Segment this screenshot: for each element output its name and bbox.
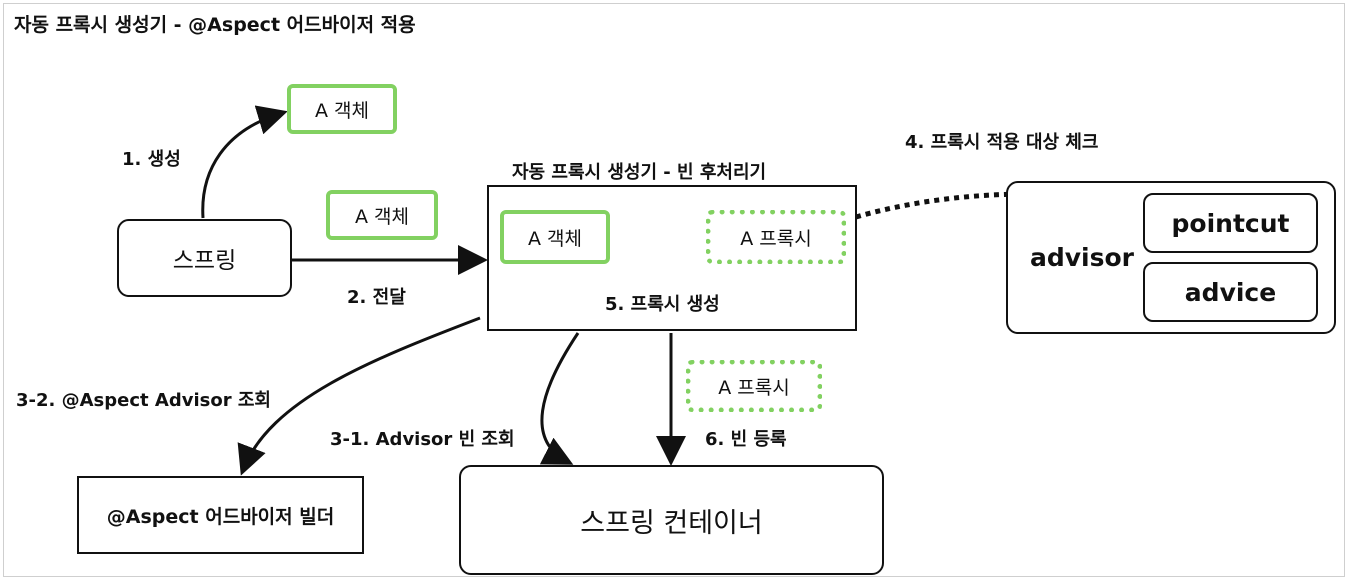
advice-label: advice — [1184, 277, 1277, 307]
spring-label: 스프링 — [172, 248, 237, 274]
arrow-advisor-lookup — [539, 332, 580, 465]
inner-object-a-label: A 객체 — [528, 227, 582, 250]
inner-object-a-node: A 객체 — [500, 210, 610, 264]
advice-node: advice — [1143, 262, 1318, 322]
spring-container-node: 스프링 컨테이너 — [459, 465, 884, 575]
edge-proxy-check-label: 4. 프록시 적용 대상 체크 — [905, 132, 1099, 153]
edge-bean-register-label: 6. 빈 등록 — [705, 429, 787, 450]
object-a-transfer-label: A 객체 — [355, 205, 409, 228]
spring-node: 스프링 — [117, 219, 292, 297]
aspect-builder-node: @Aspect 어드바이저 빌더 — [77, 476, 364, 554]
arrow-aspect-lookup — [237, 316, 481, 476]
diagram-frame — [3, 3, 1345, 577]
edge-create-label: 1. 생성 — [122, 149, 181, 170]
inner-proxy-a-node: A 프록시 — [706, 210, 846, 264]
arrow-create — [201, 105, 288, 219]
object-a-transfer-node: A 객체 — [326, 190, 438, 240]
proxy-a-register-label: A 프록시 — [718, 376, 790, 399]
advisor-label: advisor — [1030, 243, 1135, 272]
diagram-title: 자동 프록시 생성기 - @Aspect 어드바이저 적용 — [14, 14, 416, 36]
auto-proxy-title: 자동 프록시 생성기 - 빈 후처리기 — [512, 162, 767, 183]
proxy-create-label: 5. 프록시 생성 — [605, 294, 720, 315]
inner-proxy-a-label: A 프록시 — [740, 227, 812, 250]
proxy-a-register-node: A 프록시 — [686, 360, 822, 412]
object-a-top-label: A 객체 — [315, 99, 369, 122]
pointcut-label: pointcut — [1171, 208, 1290, 238]
edge-aspect-lookup-label: 3-2. @Aspect Advisor 조회 — [16, 390, 271, 411]
spring-container-label: 스프링 컨테이너 — [580, 507, 763, 539]
pointcut-node: pointcut — [1143, 193, 1318, 253]
aspect-builder-label: @Aspect 어드바이저 빌더 — [106, 505, 335, 528]
object-a-top-node: A 객체 — [287, 84, 397, 134]
edge-transfer-label: 2. 전달 — [347, 287, 406, 308]
edge-advisor-lookup-label: 3-1. Advisor 빈 조회 — [330, 429, 515, 450]
